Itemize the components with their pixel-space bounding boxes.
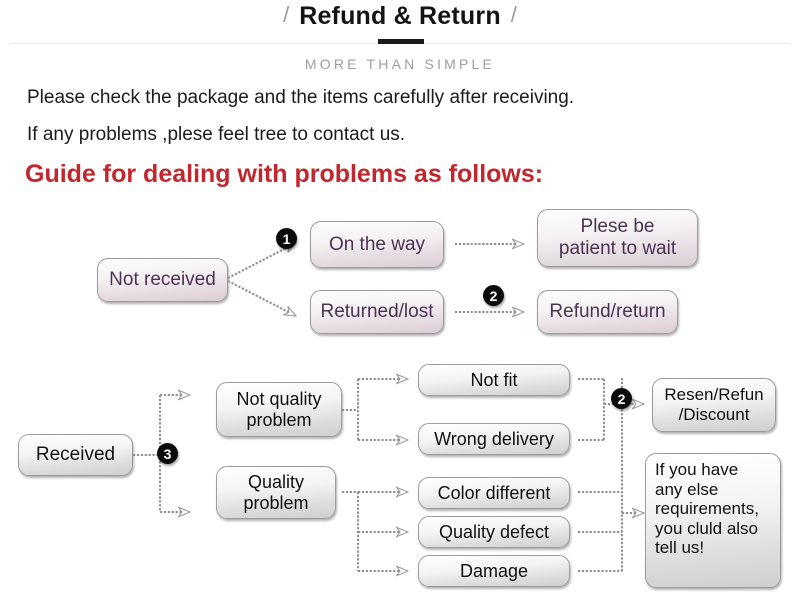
box-result-contact-line-1: If you have [655,460,739,479]
title-slash-right: / [510,2,517,27]
box-please-be-patient-line-2: patient to wait [558,238,677,259]
title-slash-left: / [283,2,290,27]
box-returned-lost[interactable]: Returned/lost [310,290,444,334]
intro-line-2: If any problems ,plese feel tree to cont… [27,124,406,145]
box-issue-color-different[interactable]: Color different [418,477,570,509]
box-result-resend-line-2: /Discount [678,405,750,424]
box-on-the-way[interactable]: On the way [310,221,444,268]
badge-2-upper: 2 [483,285,504,306]
box-result-contact-line-4: you cluld also [655,518,759,538]
box-result-contact-line-2: any else [655,479,719,499]
intro-line-1: Please check the package and the items c… [27,87,575,108]
box-please-be-patient[interactable]: Plese be patient to wait [537,209,698,267]
page-title: / Refund & Return / [0,2,800,31]
badge-2-lower: 2 [611,388,632,409]
box-result-contact-line-5: tell us! [655,538,705,558]
page-subtitle: MORE THAN SIMPLE [304,56,496,72]
box-result-contact-us[interactable]: If you have any else requirements, you c… [645,453,781,588]
badge-1: 1 [276,228,297,249]
box-not-received[interactable]: Not received [97,258,228,302]
badge-3: 3 [157,443,178,464]
header-accent-bar [378,39,424,44]
box-please-be-patient-line-1: Plese be [580,216,655,238]
page-header: / Refund & Return / [0,0,800,52]
box-not-quality-problem-line-1: Not quality [236,388,322,409]
box-quality-problem[interactable]: Quality problem [216,466,336,519]
box-not-quality-problem[interactable]: Not quality problem [216,382,342,437]
title-text: Refund & Return [299,2,501,30]
box-quality-problem-line-1: Quality [247,471,305,492]
guide-heading: Guide for dealing with problems as follo… [25,160,544,188]
box-result-resend-refund-discount[interactable]: Resen/Refun /Discount [652,378,776,432]
box-issue-damage[interactable]: Damage [418,555,570,587]
box-result-resend-line-1: Resen/Refun [664,385,764,405]
box-issue-quality-defect[interactable]: Quality defect [418,516,570,548]
box-issue-not-fit[interactable]: Not fit [418,364,570,396]
box-not-quality-problem-line-2: problem [246,409,312,430]
box-refund-return[interactable]: Refund/return [537,290,678,334]
box-issue-wrong-delivery[interactable]: Wrong delivery [418,423,570,455]
box-result-contact-line-3: requirements, [655,499,759,519]
box-received[interactable]: Received [18,434,133,476]
box-quality-problem-line-2: problem [243,492,309,513]
